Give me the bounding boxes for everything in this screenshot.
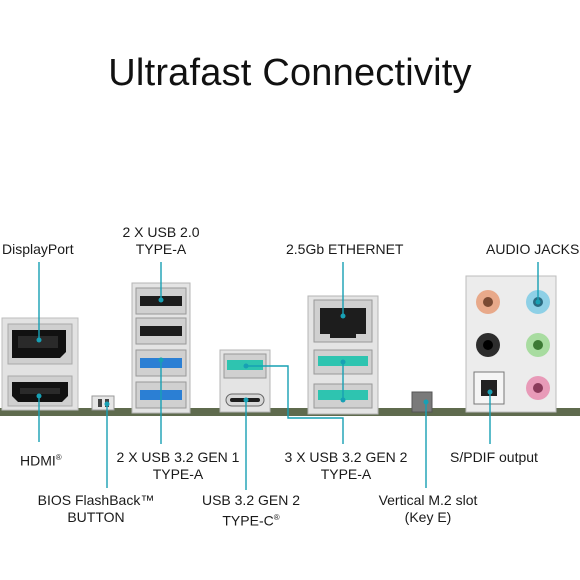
- label-bios-flashback: BIOS FlashBack™ BUTTON: [28, 492, 164, 526]
- label-usb-typec-line2: TYPE-C®: [196, 509, 306, 530]
- label-m2-line2: (Key E): [404, 509, 452, 525]
- label-usb-gen1-line1: 2 X USB 3.2 GEN 1: [116, 449, 240, 465]
- label-usb-gen1-line2: TYPE-A: [152, 466, 204, 482]
- label-usb-typec-mark: ®: [273, 513, 280, 522]
- label-bios-line1: BIOS FlashBack™: [37, 492, 155, 508]
- label-m2-line1: Vertical M.2 slot: [378, 492, 478, 508]
- label-hdmi-text: HDMI: [20, 452, 56, 469]
- label-usb-typec: USB 3.2 GEN 2 TYPE-C®: [196, 492, 306, 530]
- ethernet-connector: [320, 308, 366, 338]
- label-usb20-line2: TYPE-A: [135, 241, 187, 257]
- leader-dots: [36, 297, 541, 407]
- label-hdmi: HDMI®: [20, 449, 62, 470]
- label-ethernet: 2.5Gb ETHERNET: [286, 241, 404, 257]
- label-usb20: 2 X USB 2.0 TYPE-A: [106, 224, 216, 258]
- label-usb-gen2-typea: 3 X USB 3.2 GEN 2 TYPE-A: [276, 449, 416, 483]
- motherboard-edge: [0, 408, 580, 416]
- label-bios-line2: BUTTON: [67, 509, 125, 525]
- page-title: Ultrafast Connectivity: [108, 52, 472, 94]
- label-hdmi-mark: ®: [55, 453, 62, 462]
- label-usb-typec-line1: USB 3.2 GEN 2: [201, 492, 301, 508]
- m2-slot: [411, 391, 433, 413]
- label-usb-gen2-typea-line1: 3 X USB 3.2 GEN 2: [284, 449, 408, 465]
- label-usb20-line1: 2 X USB 2.0: [122, 224, 200, 240]
- label-audio-jacks: AUDIO JACKS: [486, 241, 580, 257]
- label-usb-gen1: 2 X USB 3.2 GEN 1 TYPE-A: [108, 449, 248, 483]
- usb-gen2-typec-stack: [219, 349, 271, 413]
- label-spdif: S/PDIF output: [450, 449, 538, 465]
- leader-lines: [38, 262, 539, 490]
- label-displayport: DisplayPort: [2, 241, 74, 257]
- label-m2-slot: Vertical M.2 slot (Key E): [366, 492, 490, 526]
- label-usb-typec-line2-text: TYPE-C: [222, 512, 274, 529]
- label-usb-gen2-typea-line2: TYPE-A: [320, 466, 372, 482]
- usb2-port-2: [140, 326, 182, 336]
- bios-flashback-button: [91, 395, 115, 411]
- audio-panel: [465, 275, 557, 413]
